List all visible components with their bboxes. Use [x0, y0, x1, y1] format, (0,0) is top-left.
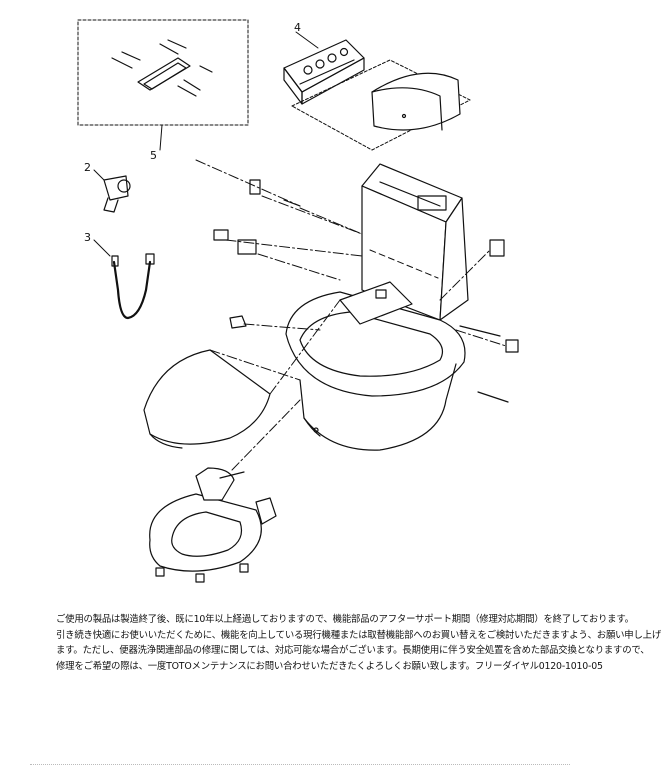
seat-lid: [143, 349, 271, 449]
notice-line-1: ご使用の製品は製造終了後、既に10年以上経過しておりますので、機能部品のアフター…: [56, 614, 634, 625]
seat-ring: [149, 467, 277, 583]
callout-2: 2: [84, 161, 91, 174]
notice-line-3: ます。ただし、便器洗浄関連部品の修理に関しては、対応可能な場合がございます。長期…: [56, 645, 650, 656]
tank-lid: [291, 59, 471, 151]
part-4-control-panel: [283, 31, 365, 105]
notice-line-2: 引き続き快適にお使いいただくために、機能を向上している現行機種または取替機能部へ…: [56, 629, 661, 641]
bottom-divider: [30, 764, 570, 765]
part-5-mounting-bracket: [77, 19, 249, 151]
exploded-parts-diagram: [77, 19, 519, 583]
toilet-bowl: [285, 281, 466, 451]
part-3-flexible-hose: [93, 239, 155, 320]
callout-4: 4: [294, 21, 301, 34]
callout-3: 3: [84, 231, 91, 244]
part-2-stop-valve: [93, 169, 131, 213]
maintenance-notice: ご使用の製品は製造終了後、既に10年以上経過しておりますので、機能部品のアフター…: [56, 612, 661, 674]
callout-5: 5: [150, 149, 157, 162]
assembly-lines: [195, 159, 507, 471]
notice-line-4: 修理をご希望の際は、一度TOTOメンテナンスにお問い合わせいただきたくよろしくお…: [56, 660, 603, 672]
